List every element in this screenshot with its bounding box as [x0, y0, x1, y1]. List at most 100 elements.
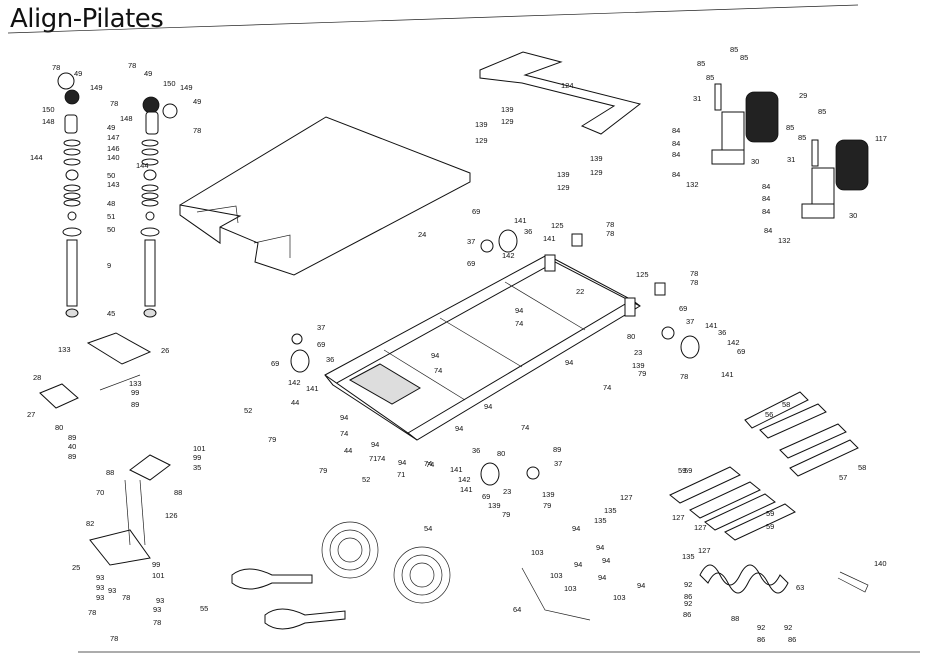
part-callout-c118: 94 — [371, 440, 379, 449]
part-callout-c42: 29 — [799, 91, 807, 100]
part-callout-c22: 149 — [180, 83, 193, 92]
part-callout-c115: 74 — [426, 460, 434, 469]
part-callout-c3: 150 — [42, 105, 55, 114]
part-callout-c39: 85 — [740, 53, 748, 62]
part-callout-c84: 142 — [727, 338, 740, 347]
part-callout-c30: 139 — [475, 120, 488, 129]
part-callout-c144: 93 — [156, 596, 164, 605]
part-callout-c139: 93 — [96, 583, 104, 592]
part-callout-c33: 139 — [557, 170, 570, 179]
pulley-pole-assembly — [57, 72, 178, 318]
part-callout-c117: 74 — [521, 423, 529, 432]
part-callout-c109: 52 — [244, 406, 252, 415]
part-callout-c43: 84 — [672, 126, 680, 135]
part-callout-c130: 88 — [106, 468, 114, 477]
part-callout-c4: 149 — [90, 83, 103, 92]
part-callout-c156: 69 — [482, 492, 490, 501]
part-callout-c126: 52 — [362, 475, 370, 484]
part-callout-c145: 93 — [153, 605, 161, 614]
part-callout-c102: 99 — [131, 388, 139, 397]
main-frame — [324, 254, 641, 441]
part-callout-c61: 141 — [514, 216, 527, 225]
part-callout-c100: 28 — [33, 373, 41, 382]
part-callout-c75: 74 — [515, 319, 523, 328]
part-callout-c170: 59 — [766, 522, 774, 531]
part-callout-c80: 36 — [718, 328, 726, 337]
part-callout-c82: 139 — [632, 361, 645, 370]
part-callout-c89: 74 — [603, 383, 611, 392]
part-callout-c197: 92 — [757, 623, 765, 632]
part-callout-c69: 78 — [606, 229, 614, 238]
part-callout-c119: 74 — [377, 454, 385, 463]
part-callout-c18: 45 — [107, 309, 115, 318]
part-callout-c191: 86 — [684, 592, 692, 601]
part-callout-c44: 84 — [672, 139, 680, 148]
part-callout-c77: 80 — [627, 332, 635, 341]
part-callout-c164: 56 — [765, 410, 773, 419]
part-callout-c35: 139 — [590, 154, 603, 163]
part-callout-c70: 22 — [576, 287, 584, 296]
part-callout-c175: 135 — [604, 506, 617, 515]
part-callout-c187: 103 — [613, 593, 626, 602]
part-callout-c26: 144 — [136, 161, 149, 170]
part-callout-c14: 48 — [107, 199, 115, 208]
part-callout-c155: 141 — [460, 485, 473, 494]
part-callout-c140: 93 — [96, 593, 104, 602]
footbar-bracket-assembly — [89, 454, 171, 566]
part-callout-c149: 80 — [497, 449, 505, 458]
part-callout-c67: 125 — [551, 221, 564, 230]
part-callout-c96: 94 — [431, 351, 439, 360]
part-callout-c123: 71 — [397, 470, 405, 479]
part-callout-c172: 127 — [672, 513, 685, 522]
part-callout-c153: 142 — [458, 475, 471, 484]
part-callout-c73: 78 — [690, 278, 698, 287]
part-callout-c107: 40 — [68, 442, 76, 451]
part-callout-c23: 148 — [120, 114, 133, 123]
part-callout-c157: 139 — [542, 490, 555, 499]
footbar-top — [479, 51, 642, 135]
part-callout-c177: 135 — [682, 552, 695, 561]
part-callout-c79: 141 — [705, 321, 718, 330]
part-callout-c99: 26 — [161, 346, 169, 355]
part-callout-c15: 51 — [107, 212, 115, 221]
part-callout-c147: 78 — [110, 634, 118, 643]
part-callout-c1: 78 — [52, 63, 60, 72]
part-callout-c161: 54 — [424, 524, 432, 533]
part-callout-c135: 25 — [72, 563, 80, 572]
part-callout-c31: 129 — [501, 117, 514, 126]
part-callout-c66: 69 — [467, 259, 475, 268]
part-callout-c103: 89 — [131, 400, 139, 409]
part-callout-c91: 69 — [317, 340, 325, 349]
part-callout-c68: 78 — [606, 220, 614, 229]
part-callout-c167: 59 — [684, 466, 692, 475]
part-callout-c128: 99 — [193, 453, 201, 462]
part-callout-c179: 94 — [596, 543, 604, 552]
part-callout-c188: 64 — [513, 605, 521, 614]
wheel-assemblies — [290, 229, 700, 486]
part-callout-c159: 79 — [543, 501, 551, 510]
part-callout-c127: 101 — [193, 444, 206, 453]
part-callout-c98: 133 — [58, 345, 71, 354]
part-callout-c24: 49 — [193, 97, 201, 106]
part-callout-c192: 92 — [684, 599, 692, 608]
part-callout-c49: 85 — [818, 107, 826, 116]
part-callout-c13: 143 — [107, 180, 120, 189]
part-callout-c38: 85 — [730, 45, 738, 54]
ropes-and-clips — [521, 564, 869, 621]
part-callout-c194: 88 — [731, 614, 739, 623]
part-callout-c25: 78 — [193, 126, 201, 135]
headrest-assembly — [39, 332, 152, 409]
part-callout-c92: 36 — [326, 355, 334, 364]
part-callout-c168: 59 — [678, 466, 686, 475]
part-callout-c104: 27 — [27, 410, 35, 419]
part-callout-c59: 132 — [778, 236, 791, 245]
part-callout-c57: 84 — [764, 226, 772, 235]
part-callout-c83: 79 — [638, 369, 646, 378]
part-callout-c71: 125 — [636, 270, 649, 279]
part-callout-c143: 78 — [122, 593, 130, 602]
part-callout-c48: 132 — [686, 180, 699, 189]
part-callout-c34: 129 — [557, 183, 570, 192]
part-callout-c52: 31 — [787, 155, 795, 164]
carriage-platform — [179, 116, 471, 276]
